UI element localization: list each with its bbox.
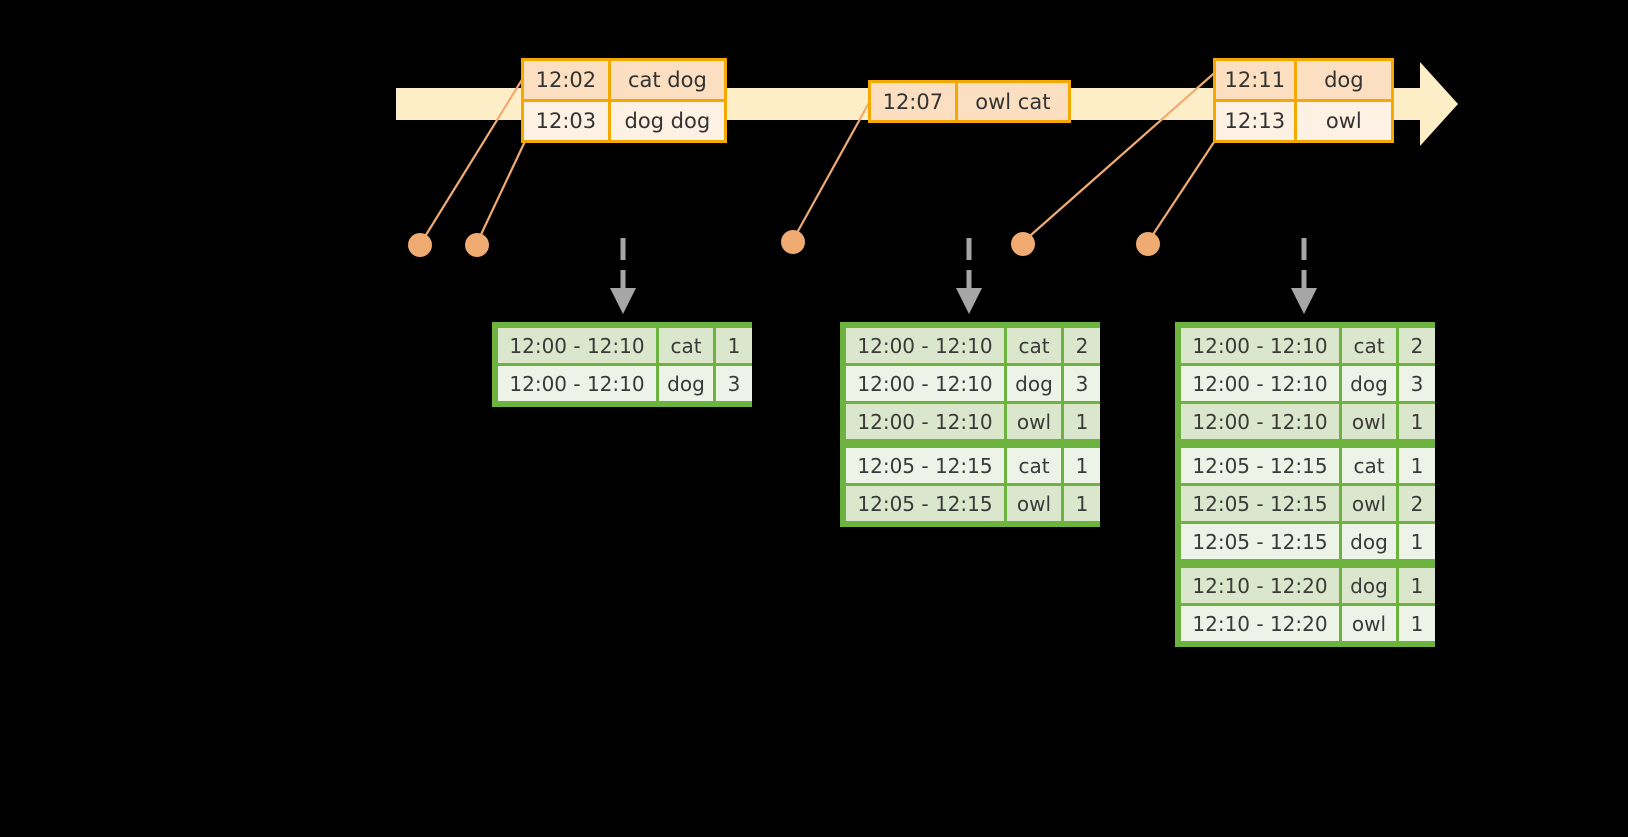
cell-count: 1	[1399, 404, 1435, 439]
event-words: dog	[1296, 61, 1391, 99]
down-arrow-1	[610, 238, 636, 314]
cell-window: 12:05 - 12:15	[1181, 524, 1339, 559]
cell-key: owl	[1342, 404, 1396, 439]
cell-key: owl	[1007, 486, 1061, 521]
window-group-separator	[1181, 562, 1429, 565]
event-dot-4[interactable]	[1011, 232, 1035, 256]
event-words: dog dog	[610, 102, 724, 140]
event-box-1[interactable]: 12:02 cat dog 12:03 dog dog	[521, 58, 727, 143]
event-words: owl cat	[957, 83, 1068, 120]
cell-count: 1	[1064, 404, 1100, 439]
event-time: 12:03	[524, 102, 611, 140]
cell-key: cat	[659, 328, 713, 363]
cell-window: 12:10 - 12:20	[1181, 606, 1339, 641]
event-time: 12:07	[871, 83, 958, 120]
cell-window: 12:05 - 12:15	[846, 448, 1004, 483]
event-dot-2[interactable]	[465, 233, 489, 257]
cell-count: 2	[1399, 486, 1435, 521]
cell-window: 12:00 - 12:10	[1181, 328, 1339, 363]
cell-count: 3	[716, 366, 752, 401]
cell-window: 12:00 - 12:10	[498, 366, 656, 401]
cell-count: 2	[1399, 328, 1435, 363]
cell-window: 12:00 - 12:10	[846, 404, 1004, 439]
event-row[interactable]: 12:13 owl	[1216, 99, 1391, 140]
event-box-3[interactable]: 12:11 dog 12:13 owl	[1213, 58, 1394, 143]
event-words: owl	[1296, 102, 1391, 140]
cell-window: 12:10 - 12:20	[1181, 568, 1339, 603]
cell-key: cat	[1007, 328, 1061, 363]
cell-window: 12:05 - 12:15	[1181, 486, 1339, 521]
cell-key: dog	[1342, 524, 1396, 559]
cell-key: owl	[1342, 606, 1396, 641]
down-arrow-2	[956, 238, 982, 314]
event-box-2[interactable]: 12:07 owl cat	[868, 80, 1071, 123]
cell-window: 12:00 - 12:10	[1181, 366, 1339, 401]
cell-window: 12:00 - 12:10	[846, 328, 1004, 363]
cell-window: 12:00 - 12:10	[846, 366, 1004, 401]
cell-key: cat	[1342, 448, 1396, 483]
event-row[interactable]: 12:07 owl cat	[871, 83, 1068, 120]
cell-key: owl	[1342, 486, 1396, 521]
cell-window: 12:05 - 12:15	[1181, 448, 1339, 483]
cell-key: dog	[1342, 366, 1396, 401]
event-dots	[408, 230, 1160, 257]
event-dot-5[interactable]	[1136, 232, 1160, 256]
cell-count: 1	[1064, 486, 1100, 521]
cell-count: 3	[1399, 366, 1435, 401]
cell-count: 2	[1064, 328, 1100, 363]
down-arrow-3	[1291, 238, 1317, 314]
cell-key: owl	[1007, 404, 1061, 439]
timeline-layer	[396, 62, 1458, 300]
window-group-separator	[846, 442, 1094, 445]
event-words: cat dog	[610, 61, 724, 99]
connector-lines	[420, 67, 1223, 244]
cell-key: dog	[1342, 568, 1396, 603]
cell-count: 3	[1064, 366, 1100, 401]
cell-count: 1	[716, 328, 752, 363]
cell-key: dog	[659, 366, 713, 401]
event-time: 12:02	[524, 61, 611, 99]
cell-key: cat	[1342, 328, 1396, 363]
cell-count: 1	[1399, 524, 1435, 559]
event-time: 12:13	[1216, 102, 1297, 140]
event-row[interactable]: 12:02 cat dog	[524, 61, 724, 99]
cell-count: 1	[1399, 448, 1435, 483]
cell-count: 1	[1064, 448, 1100, 483]
cell-key: dog	[1007, 366, 1061, 401]
event-time: 12:11	[1216, 61, 1297, 99]
window-group-separator	[1181, 442, 1429, 445]
event-dot-3[interactable]	[781, 230, 805, 254]
cell-window: 12:00 - 12:10	[1181, 404, 1339, 439]
cell-key: cat	[1007, 448, 1061, 483]
cell-window: 12:05 - 12:15	[846, 486, 1004, 521]
event-row[interactable]: 12:03 dog dog	[524, 99, 724, 140]
event-dot-1[interactable]	[408, 233, 432, 257]
cell-count: 1	[1399, 606, 1435, 641]
event-row[interactable]: 12:11 dog	[1216, 61, 1391, 99]
cell-count: 1	[1399, 568, 1435, 603]
cell-window: 12:00 - 12:10	[498, 328, 656, 363]
